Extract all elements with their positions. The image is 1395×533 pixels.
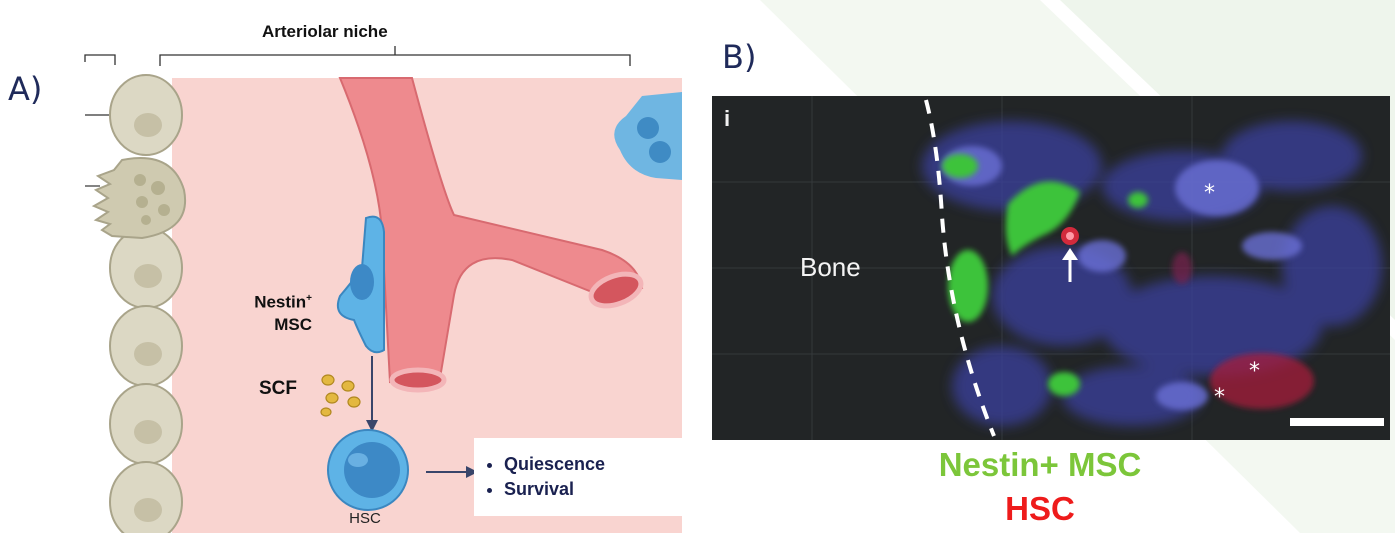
svg-text:*: * xyxy=(1204,181,1215,206)
microscopy-index-label: i xyxy=(724,106,730,132)
hsc-caption: HSC xyxy=(840,490,1240,528)
bracket-niche xyxy=(160,46,630,66)
nestin-label-sup: + xyxy=(306,293,312,304)
hsc-cell xyxy=(328,430,408,510)
hsc-label: HSC xyxy=(345,510,385,527)
bone-lining-cells xyxy=(110,75,182,533)
microscopy-image: * * * i Bone xyxy=(712,96,1390,440)
outcome-list-box: Quiescence Survival xyxy=(474,438,690,516)
nestin-msc-caption: Nestin+ MSC xyxy=(840,446,1240,484)
panel-b-letter: B) xyxy=(722,38,756,76)
bracket-left xyxy=(85,55,115,65)
svg-text:*: * xyxy=(1249,359,1260,384)
arteriolar-niche-diagram: Arteriolar niche Nestin+ MSC SCF HSC Qui… xyxy=(82,0,682,533)
osteoclast-cell xyxy=(94,158,185,238)
outcome-quiescence: Quiescence xyxy=(504,452,690,477)
nestin-label-second: MSC xyxy=(274,315,312,334)
panel-a-letter: A) xyxy=(8,70,42,108)
nestin-label-main: Nestin xyxy=(254,293,306,312)
arteriolar-niche-title: Arteriolar niche xyxy=(262,22,462,42)
bone-label: Bone xyxy=(800,252,861,283)
outcome-list: Quiescence Survival xyxy=(474,438,690,502)
scf-label: SCF xyxy=(242,378,297,400)
outcome-survival: Survival xyxy=(504,477,690,502)
nestin-msc-label: Nestin+ MSC xyxy=(202,288,312,336)
svg-text:*: * xyxy=(1214,385,1225,410)
scale-bar xyxy=(1290,418,1384,426)
